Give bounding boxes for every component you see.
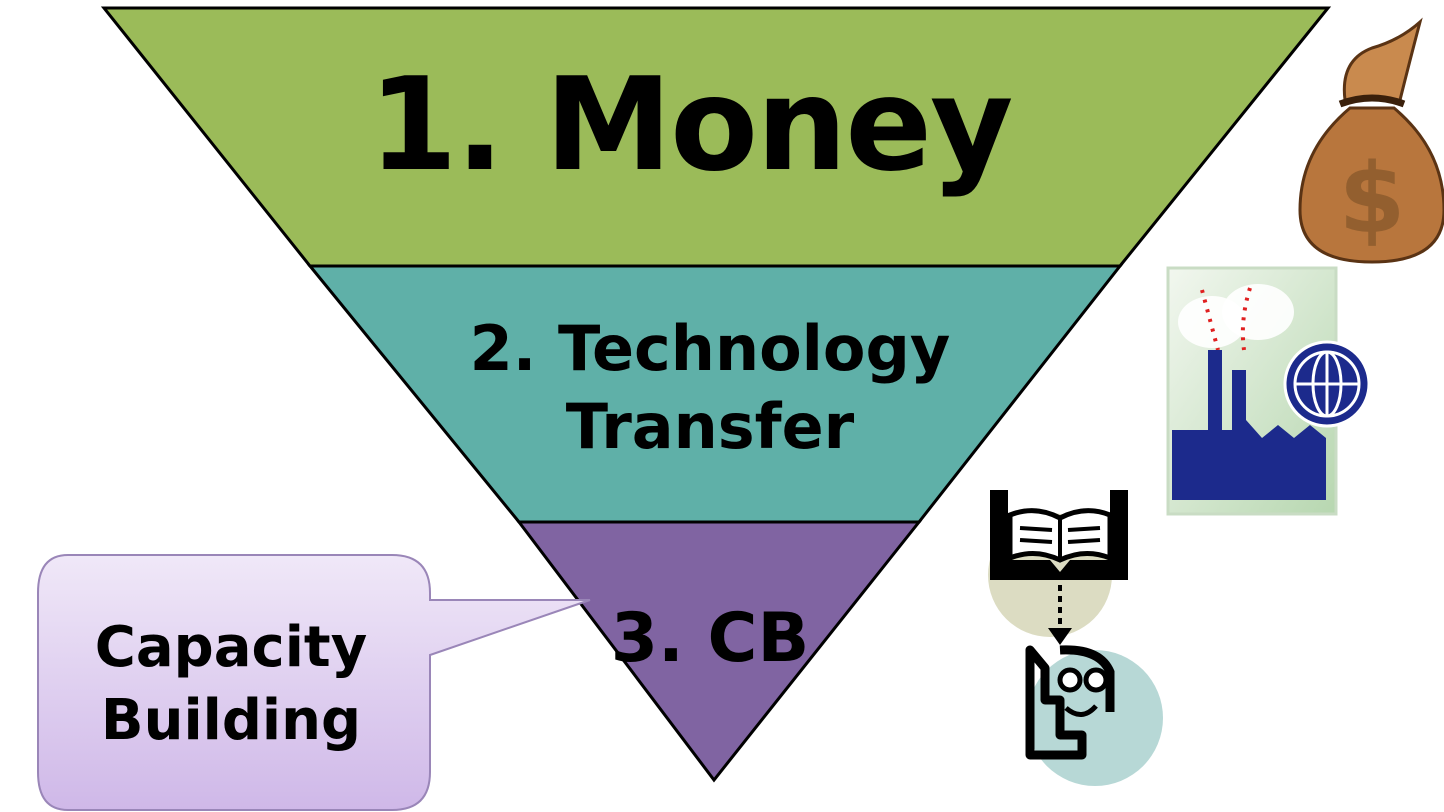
callout-text: Capacity Building — [50, 612, 412, 758]
technology-transfer-label: 2. Technology Transfer — [430, 310, 990, 465]
inverted-pyramid — [100, 6, 1332, 783]
svg-text:$: $ — [1339, 143, 1406, 255]
money-label: 1. Money — [368, 51, 1014, 200]
money-bag-icon: $ — [1298, 17, 1444, 264]
technology-transfer-label-line1: 2. Technology — [469, 312, 951, 385]
book-learning-icon — [988, 490, 1163, 786]
technology-transfer-label-line2: Transfer — [565, 389, 855, 463]
callout-text-line2: Building — [100, 687, 362, 753]
cb-label: 3. CB — [610, 599, 810, 678]
pyramid-level-capacity-building — [515, 520, 923, 783]
factory-globe-icon — [1166, 266, 1371, 516]
capacity-building-callout — [37, 554, 591, 811]
callout-text-line1: Capacity — [94, 615, 368, 680]
